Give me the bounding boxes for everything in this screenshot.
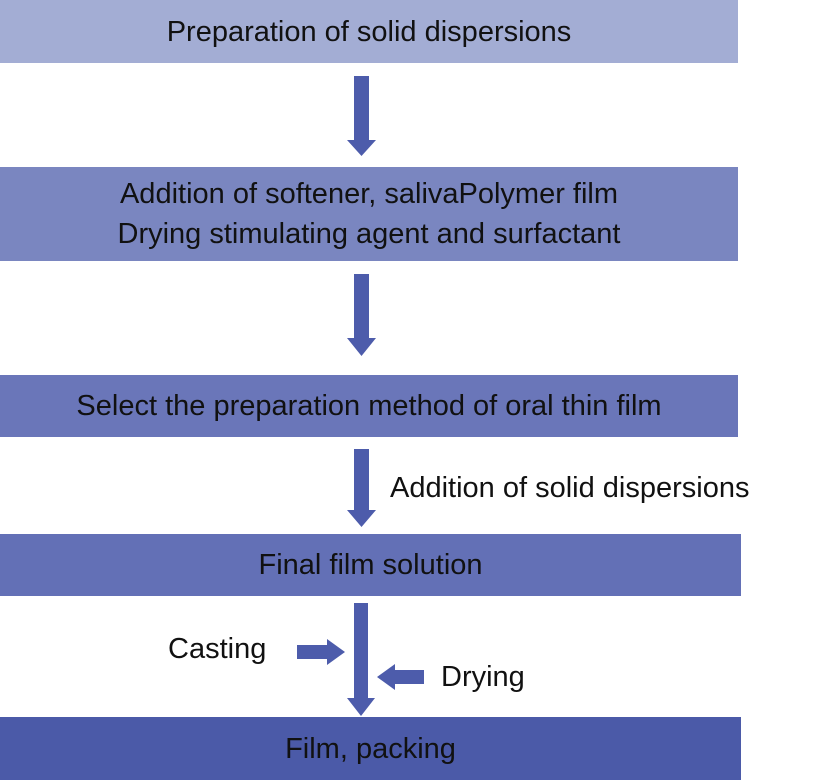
label-drying: Drying	[441, 661, 525, 693]
step-preparation-solid-dispersions: Preparation of solid dispersions	[0, 0, 738, 63]
step-1-line-1: Preparation of solid dispersions	[166, 15, 572, 48]
step-3-line-1: Select the preparation method of oral th…	[76, 390, 662, 422]
label-casting: Casting	[168, 633, 267, 665]
arrow-down-4	[347, 603, 375, 716]
step-2-line-2: Drying stimulating agent and surfactant	[117, 218, 621, 250]
arrow-right-casting	[297, 639, 345, 665]
step-5-line-1: Film, packing	[285, 732, 456, 765]
step-film-packing: Film, packing	[0, 717, 741, 780]
step-final-film-solution: Final film solution	[0, 534, 741, 596]
step-select-preparation-method: Select the preparation method of oral th…	[0, 375, 738, 437]
step-4-line-1: Final film solution	[258, 549, 483, 581]
arrow-down-3	[347, 449, 376, 527]
arrow-left-drying	[377, 664, 424, 690]
label-addition-solid-dispersions: Addition of solid dispersions	[390, 472, 750, 504]
step-2-line-1: Addition of softener, salivaPolymer film	[119, 178, 619, 210]
step-addition-softener: Addition of softener, salivaPolymer film…	[0, 167, 738, 261]
arrow-down-1	[347, 76, 376, 156]
arrow-down-2	[347, 274, 376, 356]
